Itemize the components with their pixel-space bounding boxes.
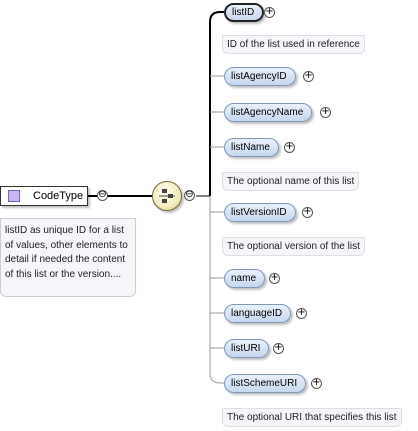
attribute-listAgencyName[interactable]: listAgencyName — [224, 103, 313, 122]
expand-listURI-icon[interactable]: + — [273, 342, 284, 354]
expand-listVersionID-icon[interactable]: + — [302, 206, 313, 218]
doc-listName: The optional name of this list — [222, 172, 360, 191]
expand-listAgencyName-icon[interactable]: + — [320, 106, 331, 118]
expand-listName-icon[interactable]: + — [284, 141, 295, 153]
attribute-listVersionID[interactable]: listVersionID — [224, 203, 296, 222]
expand-name-icon[interactable]: + — [269, 272, 280, 284]
complex-type-icon — [8, 190, 20, 202]
attribute-listName[interactable]: listName — [224, 138, 279, 157]
expand-languageID-icon[interactable]: + — [296, 307, 307, 319]
attribute-name[interactable]: name — [224, 269, 266, 288]
doc-listSchemeURI: The optional URI that specifies this lis… — [222, 408, 402, 427]
attribute-listURI[interactable]: listURI — [224, 339, 270, 358]
expand-listAgencyID-icon[interactable]: + — [303, 70, 314, 82]
root-type-name: CodeType — [33, 190, 84, 202]
root-expander-icon[interactable]: ⊖ — [97, 189, 108, 201]
bus-bottom — [209, 196, 224, 384]
attribute-languageID[interactable]: languageID — [224, 304, 292, 323]
doc-listID: ID of the list used in reference — [222, 35, 365, 54]
attribute-listSchemeURI[interactable]: listSchemeURI — [224, 374, 307, 393]
sequence-compositor-icon — [159, 189, 175, 203]
bus-top — [209, 11, 224, 196]
attribute-listID[interactable]: listID — [224, 3, 265, 22]
sequence-compositor[interactable] — [152, 181, 182, 211]
compositor-collapse-icon[interactable]: ⊖ — [184, 189, 195, 201]
attribute-listAgencyID[interactable]: listAgencyID — [224, 67, 296, 86]
expand-listSchemeURI-icon[interactable]: + — [311, 377, 322, 389]
expand-listID-icon[interactable]: + — [264, 6, 275, 18]
root-type-node[interactable]: CodeType — [0, 186, 88, 206]
root-documentation: listID as unique ID for a list of values… — [0, 218, 136, 297]
doc-listVersionID: The optional version of the list — [222, 237, 365, 256]
